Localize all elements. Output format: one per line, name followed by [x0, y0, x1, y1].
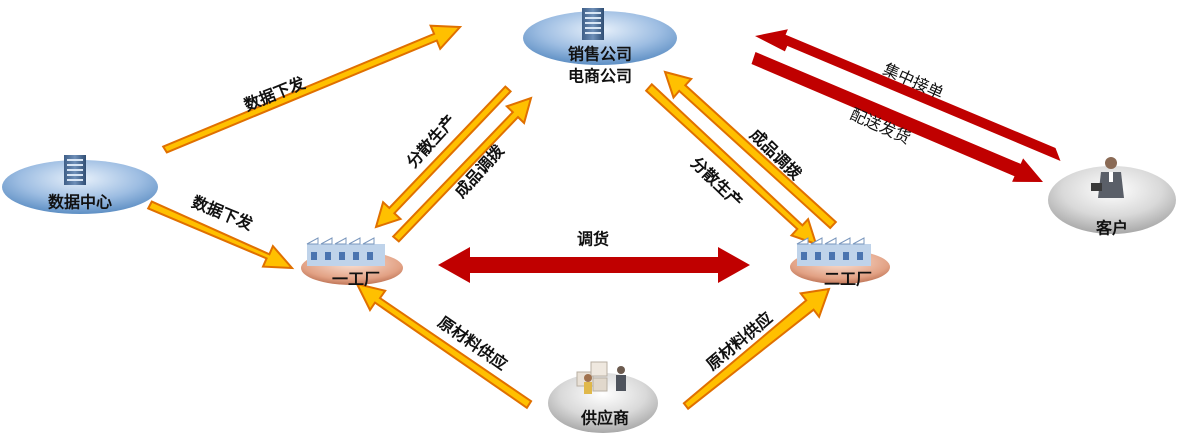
arrow-factory1-to-sales — [391, 96, 533, 243]
arrow-customer-to-sales — [755, 29, 1061, 162]
label-sales-to-factory2: 分散生产 — [687, 153, 746, 211]
factory-icon — [306, 237, 385, 266]
factory-icon — [796, 237, 871, 266]
businessman-icon — [1091, 157, 1124, 198]
arrow-supplier-to-factory2 — [682, 287, 831, 411]
office-building-icon — [582, 8, 604, 40]
arrow-dc-to-factory1 — [146, 200, 295, 270]
node-base — [1048, 166, 1176, 234]
arrow-supplier-to-factory1 — [355, 282, 533, 410]
label-sales-to-factory1: 分散生产 — [403, 111, 460, 171]
arrow-factory-transfer — [438, 247, 750, 283]
warehouse-worker-icon — [576, 361, 626, 394]
arrow-sales-to-factory1 — [374, 85, 513, 229]
arrow-factory2-to-sales — [663, 70, 838, 230]
node-data-center-label: 数据中心 — [48, 193, 112, 212]
node-supplier: 供应商 — [548, 361, 658, 433]
node-customer-label: 客户 — [1096, 219, 1128, 238]
node-sales-company: 销售公司 电商公司 — [523, 8, 677, 86]
label-factory-transfer: 调货 — [577, 230, 609, 249]
node-sales-label-line1: 销售公司 — [568, 45, 632, 64]
node-factory-1: 一工厂 — [301, 237, 403, 289]
node-customer: 客户 — [1048, 157, 1176, 238]
arrow-sales-to-customer — [751, 52, 1043, 182]
arrow-sales-to-factory2 — [644, 82, 818, 246]
node-base — [2, 160, 158, 214]
node-supplier-label: 供应商 — [580, 409, 629, 428]
office-building-icon — [64, 155, 86, 185]
arrow-dc-to-sales — [161, 24, 463, 154]
node-factory-2: 二工厂 — [790, 237, 890, 289]
node-factory-1-label: 一工厂 — [332, 270, 380, 289]
node-sales-label-line2: 电商公司 — [568, 67, 632, 86]
node-factory-2-label: 二工厂 — [824, 270, 872, 289]
node-data-center: 数据中心 — [2, 155, 158, 214]
node-base — [548, 373, 658, 433]
